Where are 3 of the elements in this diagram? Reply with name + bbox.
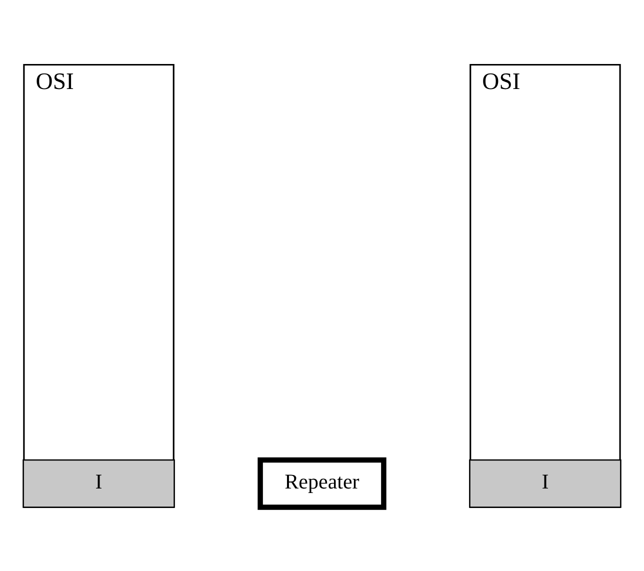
node-box: Repeater (258, 456, 386, 510)
node-box: I (22, 458, 175, 508)
node-box: I (469, 458, 622, 508)
